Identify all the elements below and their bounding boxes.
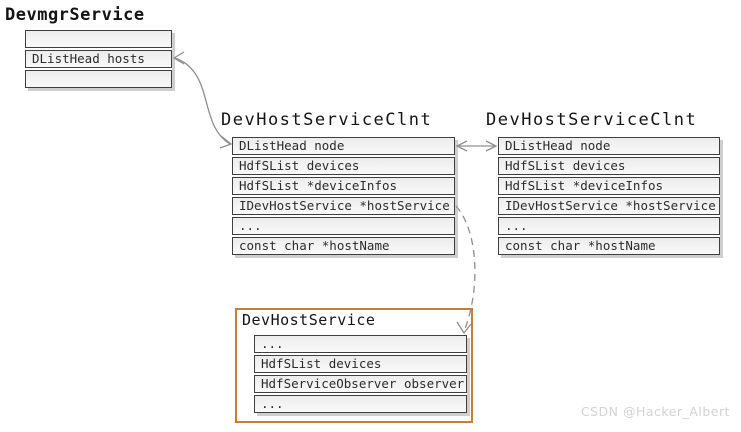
devhost-field-devices: HdfSList devices <box>254 355 467 373</box>
csdn-watermark: CSDN @Hacker_Albert <box>580 404 730 419</box>
clnt-right-field-deviceinfos: HdfSList *deviceInfos <box>498 177 720 195</box>
devmgr-service-title: DevmgrService <box>5 5 145 25</box>
clnt-right-field-hostname: const char *hostName <box>498 237 720 255</box>
devhost-field-ellipsis-top: ... <box>254 335 467 353</box>
dev-host-service-title: DevHostService <box>242 311 376 329</box>
clnt-left-field-ellipsis: ... <box>232 217 455 235</box>
arrow-node-to-hosts <box>174 57 231 145</box>
devhost-field-observer: HdfServiceObserver observer <box>254 375 467 393</box>
devmgr-field-hosts: DListHead hosts <box>25 50 172 68</box>
devmgr-empty-row-bottom <box>25 70 172 88</box>
dev-host-service-clnt-left-table: DListHead node HdfSList devices HdfSList… <box>232 137 455 255</box>
devmgr-service-table: DListHead hosts <box>25 30 172 88</box>
clnt-left-field-deviceinfos: HdfSList *deviceInfos <box>232 177 455 195</box>
arrowhead-at-node-left <box>219 135 233 149</box>
arrowhead-at-node-right <box>485 140 498 152</box>
dev-host-service-clnt-left-title: DevHostServiceClnt <box>221 110 433 130</box>
clnt-right-field-devices: HdfSList devices <box>498 157 720 175</box>
arrowhead-at-hosts <box>172 51 185 65</box>
clnt-left-field-hostname: const char *hostName <box>232 237 455 255</box>
devhost-field-ellipsis-bottom: ... <box>254 395 467 413</box>
dev-host-service-clnt-right-title: DevHostServiceClnt <box>486 110 698 130</box>
dev-host-service-table: ... HdfSList devices HdfServiceObserver … <box>254 335 467 413</box>
clnt-right-field-hostservice: IDevHostService *hostService <box>498 197 720 215</box>
clnt-right-field-node: DListHead node <box>498 137 720 155</box>
clnt-right-field-ellipsis: ... <box>498 217 720 235</box>
devmgr-empty-row-top <box>25 30 172 48</box>
clnt-left-field-node: DListHead node <box>232 137 455 155</box>
dev-host-service-clnt-right-table: DListHead node HdfSList devices HdfSList… <box>498 137 720 255</box>
arrowhead-at-node-middle <box>455 140 468 152</box>
clnt-left-field-hostservice: IDevHostService *hostService <box>232 197 455 215</box>
clnt-left-field-devices: HdfSList devices <box>232 157 455 175</box>
